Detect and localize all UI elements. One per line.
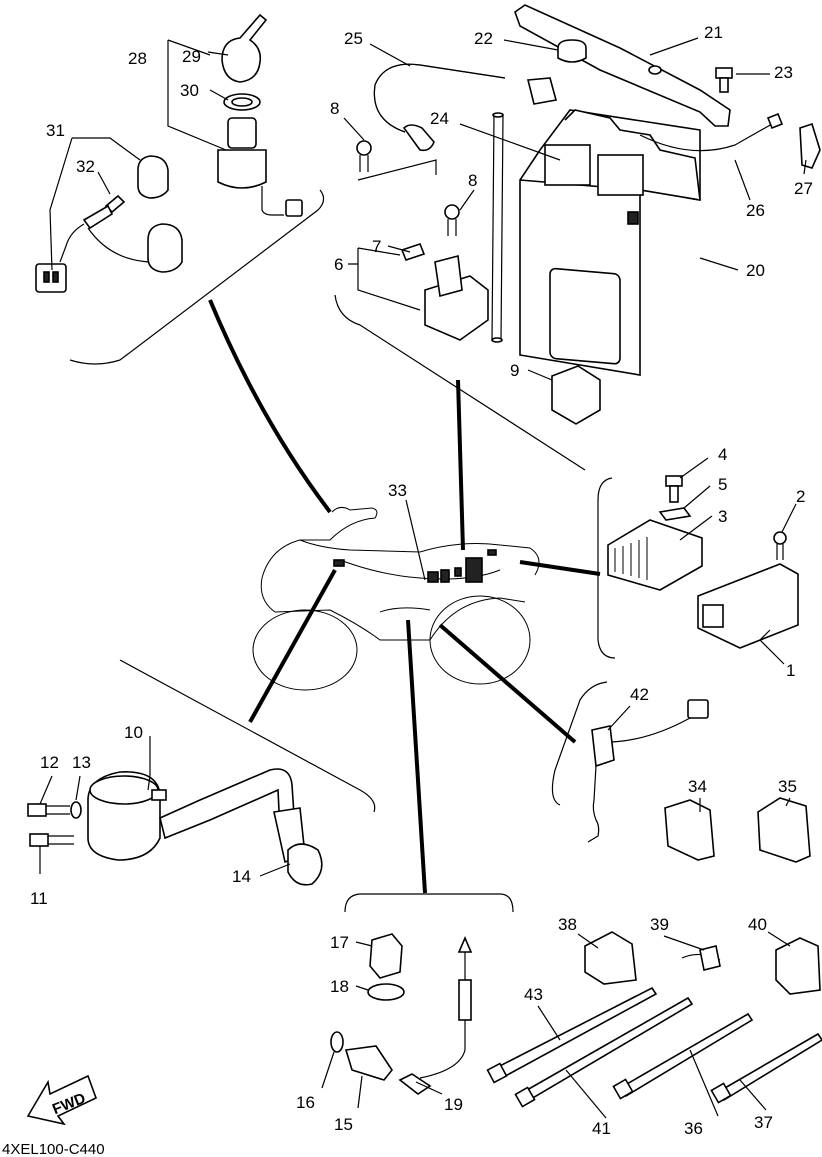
bolt-11 (29, 833, 49, 847)
clamp-40 (775, 937, 821, 995)
bolt-23 (715, 67, 733, 79)
main-switch-assembly (35, 13, 303, 293)
callout-11: 11 (30, 889, 48, 908)
callout-37: 37 (754, 1113, 773, 1132)
leader-rectifier (519, 560, 601, 576)
callout-20: 20 (746, 261, 765, 280)
frame-sensor-group (344, 893, 514, 913)
callout-10: 10 (124, 723, 143, 742)
callout-28: 28 (128, 49, 147, 68)
cap-31 (137, 155, 169, 199)
callout-12: 12 (40, 753, 59, 772)
clamp-38 (584, 931, 637, 985)
ignition-coil-assembly (27, 768, 323, 886)
callout-42: 42 (630, 685, 649, 704)
vehicle-silhouette (252, 506, 540, 691)
rectifier-assembly (607, 475, 799, 649)
gasket-18 (367, 983, 405, 1001)
clamp-34 (664, 799, 715, 861)
callout-27: 27 (794, 179, 813, 198)
sensor-19 (398, 1073, 432, 1095)
callout-39: 39 (650, 915, 669, 934)
switch-body (227, 117, 257, 149)
callout-21: 21 (704, 23, 723, 42)
callout-36: 36 (684, 1119, 703, 1138)
callout-40: 40 (748, 915, 767, 934)
band-37 (716, 1032, 822, 1102)
callout-2: 2 (796, 487, 805, 506)
callout-6: 6 (334, 255, 343, 274)
callout-14: 14 (232, 867, 251, 886)
leader-ignition (208, 299, 332, 514)
bolt-12 (27, 803, 47, 817)
callout-1: 1 (786, 661, 795, 680)
callout-43: 43 (524, 985, 543, 1004)
key-cap-29 (221, 13, 268, 83)
callout-26: 26 (746, 201, 765, 220)
leader-neutral (438, 623, 577, 744)
forward-arrow: FWD (26, 1074, 98, 1126)
callout-16: 16 (296, 1093, 315, 1112)
callout-13: 13 (72, 753, 91, 772)
callout-leaders (39, 37, 807, 1119)
callout-17: 17 (330, 933, 349, 952)
battery-assembly (356, 4, 821, 425)
cap-22 (557, 39, 587, 63)
leader-battery (456, 379, 465, 551)
callout-9: 9 (510, 361, 519, 380)
leader-coil (248, 569, 337, 723)
neutral-switch-42 (591, 725, 615, 768)
frame-coil-group (119, 659, 376, 813)
callout-24: 24 (430, 109, 449, 128)
rectifier-3 (607, 519, 703, 591)
relay-9 (551, 365, 601, 425)
clamp-35 (757, 797, 811, 863)
callout-31: 31 (46, 121, 65, 140)
callout-29: 29 (182, 47, 201, 66)
callout-33: 33 (388, 481, 407, 500)
cover-27 (799, 122, 821, 169)
thermo-switch-17 (369, 933, 403, 979)
callout-4: 4 (718, 445, 727, 464)
callout-15: 15 (334, 1115, 353, 1134)
callout-18: 18 (330, 977, 349, 996)
frame-rectifier-group (597, 477, 616, 659)
callout-8b: 8 (468, 171, 477, 190)
neutral-switch-assembly (587, 699, 811, 863)
callout-32: 32 (76, 157, 95, 176)
vehicle-leaders (208, 299, 601, 894)
fuse-7 (400, 243, 426, 261)
diagram-code: 4XEL100-C440 (2, 1141, 105, 1157)
frame-battery-group (334, 294, 586, 471)
callout-35: 35 (778, 777, 797, 796)
callout-numbers: 1 2 3 4 5 6 7 8 8 9 10 11 12 13 14 15 16… (30, 23, 813, 1138)
bolt-2 (773, 531, 787, 545)
callout-5: 5 (718, 475, 727, 494)
callout-38: 38 (558, 915, 577, 934)
bands-and-clamps (486, 931, 822, 1108)
callout-41: 41 (592, 1119, 611, 1138)
sensor-assembly (330, 933, 473, 1095)
callout-23: 23 (774, 63, 793, 82)
leader-sensor (406, 619, 427, 894)
frame-ignition-group (69, 189, 325, 365)
gasket-16 (330, 1031, 344, 1053)
thermo-unit-15 (344, 1045, 393, 1081)
washer-13 (70, 801, 82, 819)
callout-7: 7 (372, 237, 381, 256)
bolt-4 (665, 475, 683, 487)
callout-8a: 8 (330, 99, 339, 118)
battery-band-21 (514, 4, 731, 127)
callout-3: 3 (718, 507, 727, 526)
callout-25: 25 (344, 29, 363, 48)
callout-30: 30 (180, 81, 199, 100)
callout-19: 19 (444, 1095, 463, 1114)
callout-22: 22 (474, 29, 493, 48)
washer-5 (658, 507, 692, 521)
connector-39 (699, 945, 721, 971)
callout-34: 34 (688, 777, 707, 796)
